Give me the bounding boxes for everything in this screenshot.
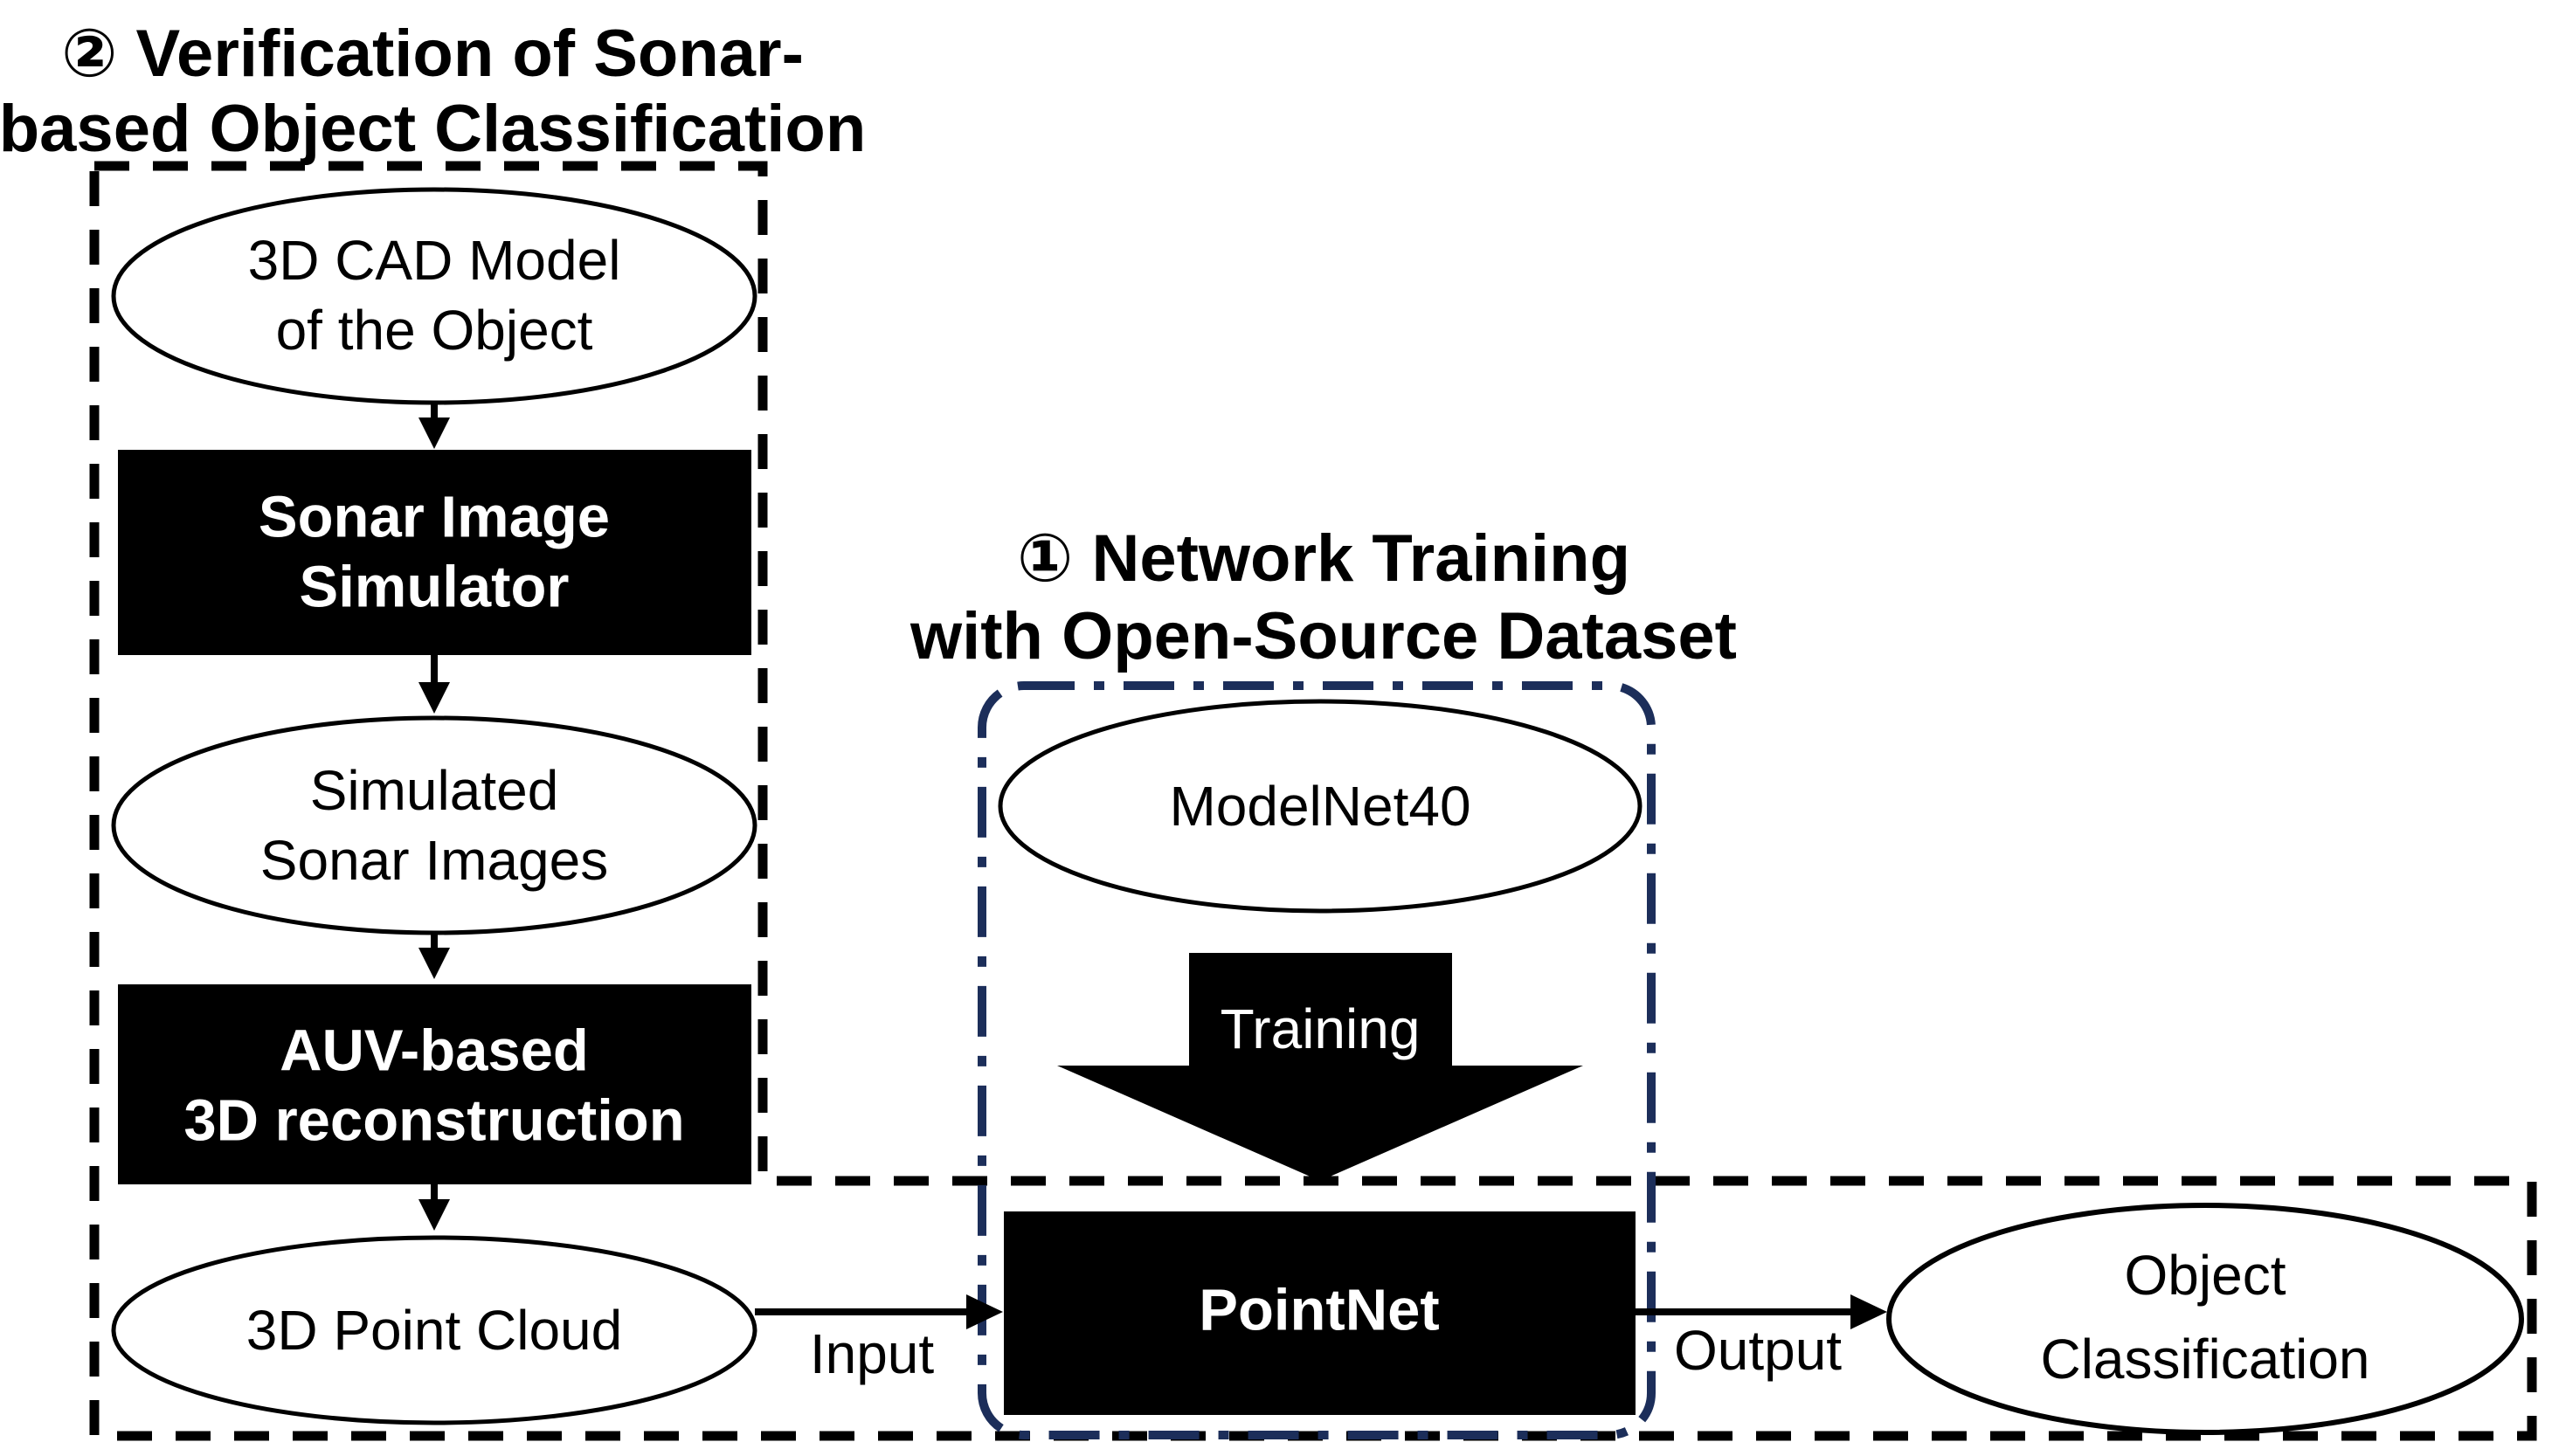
output-edge-label: Output	[1673, 1319, 1843, 1382]
pointnet-label: PointNet	[1199, 1277, 1440, 1343]
object-classification-ellipse	[1886, 1203, 2524, 1435]
modelnet40-ellipse	[998, 699, 1643, 914]
arrow-images-to-reconstruction-head	[418, 948, 450, 979]
input-arrow-head	[966, 1294, 1003, 1329]
simulated-images-ellipse	[111, 715, 757, 935]
sonar-simulator-box	[118, 450, 751, 655]
training-block-arrow-icon	[1057, 953, 1583, 1181]
auv-reconstruction-box	[118, 984, 751, 1184]
sonar-simulator-label-line2: Simulator	[299, 554, 570, 620]
auv-reconstruction-label-line2: 3D reconstruction	[183, 1087, 685, 1154]
point-cloud-ellipse	[111, 1235, 757, 1425]
arrow-reconstruction-to-pointcloud-head	[418, 1199, 450, 1231]
arrow-simulator-to-images-head	[418, 682, 450, 714]
output-arrow-head	[1850, 1294, 1887, 1329]
training-title-line2: with Open-Source Dataset	[910, 599, 1737, 673]
auv-reconstruction-label-line1: AUV-based	[280, 1018, 589, 1084]
cad-model-ellipse	[111, 187, 757, 405]
cad-model-label-line1: 3D CAD Model	[247, 229, 621, 292]
input-edge-label: Input	[809, 1322, 935, 1385]
verification-title-line1: ② Verification of Sonar-	[61, 17, 804, 91]
verification-title-line2: based Object Classification	[0, 92, 867, 166]
object-classification-label-line1: Object	[2124, 1244, 2286, 1307]
simulated-images-label-line2: Sonar Images	[259, 829, 609, 892]
point-cloud-label: 3D Point Cloud	[246, 1299, 623, 1362]
pointnet-box	[1004, 1211, 1636, 1415]
training-region-dashdot-border	[978, 681, 1656, 1439]
training-arrow-label: Training	[1220, 997, 1421, 1060]
sonar-simulator-label-line1: Sonar Image	[258, 484, 611, 550]
object-classification-label-line2: Classification	[2040, 1328, 2370, 1390]
modelnet40-label: ModelNet40	[1169, 775, 1471, 838]
simulated-images-label-line1: Simulated	[309, 759, 559, 822]
training-title-line1: ① Network Training	[1017, 521, 1630, 596]
verification-region-dashed-border	[89, 161, 2537, 1441]
arrow-cad-to-simulator-head	[418, 417, 450, 449]
cad-model-label-line2: of the Object	[275, 299, 593, 362]
